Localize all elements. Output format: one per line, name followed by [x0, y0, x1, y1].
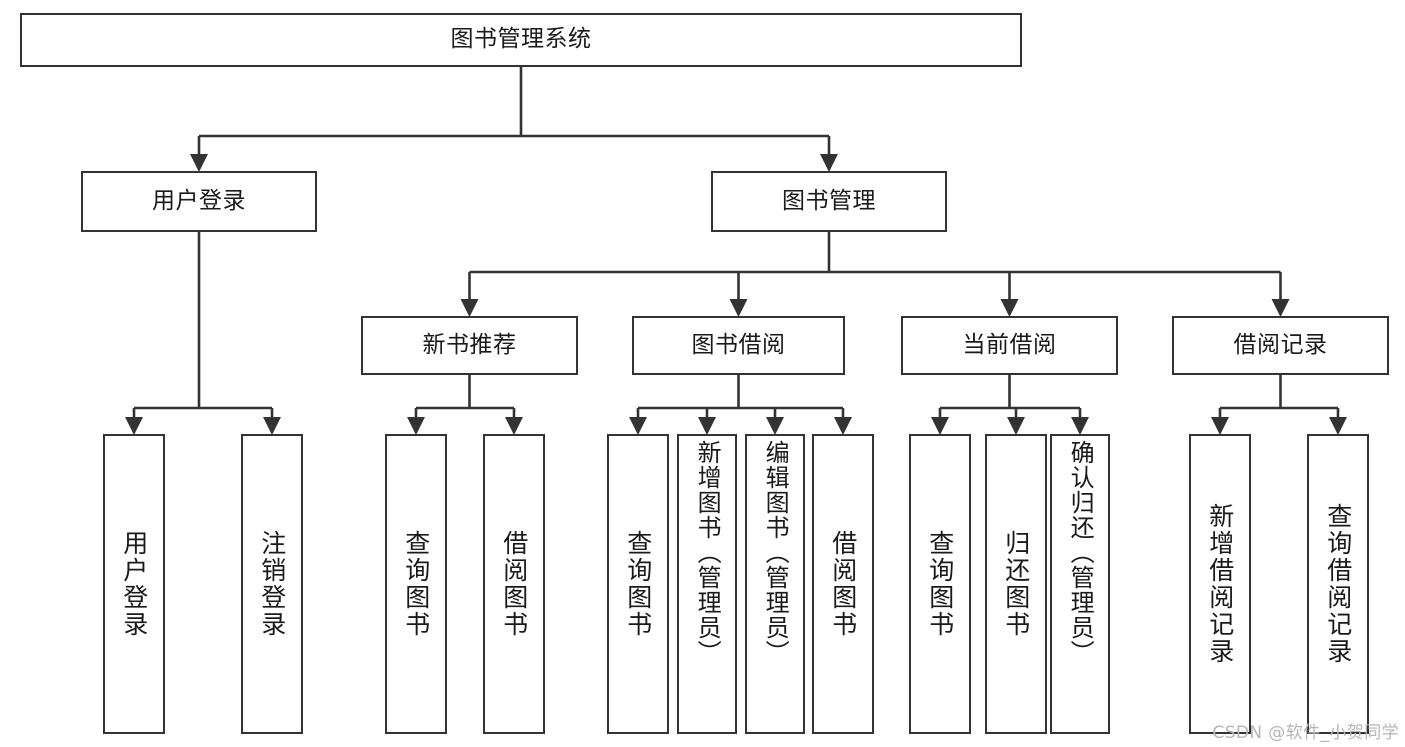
- node-book-management-label: 图书管理: [782, 187, 876, 214]
- node-current-loans-label: 当前借阅: [962, 331, 1057, 358]
- node-leaf-query-loan-record[interactable]: 查询借阅记录: [1307, 434, 1369, 734]
- node-leaf-query-book-borrow[interactable]: 查询图书: [607, 434, 669, 734]
- node-leaf-query-book-borrow-label: 查询图书: [623, 530, 653, 638]
- node-leaf-user-logout-label: 注销登录: [257, 530, 287, 638]
- node-leaf-edit-book-label: 编辑图书（管理员）: [761, 440, 790, 665]
- node-leaf-add-loan-record[interactable]: 新增借阅记录: [1189, 434, 1251, 734]
- node-leaf-add-book-label: 新增图书（管理员）: [693, 440, 722, 665]
- node-book-management[interactable]: 图书管理: [711, 171, 947, 232]
- node-leaf-query-loan-record-label: 查询借阅记录: [1323, 503, 1353, 665]
- node-leaf-borrow-book-recommend-label: 借阅图书: [499, 530, 529, 638]
- node-user-login[interactable]: 用户登录: [81, 171, 317, 232]
- node-leaf-borrow-book-recommend[interactable]: 借阅图书: [483, 434, 545, 734]
- node-user-login-label: 用户登录: [152, 187, 246, 214]
- node-leaf-confirm-return-label: 确认归还（管理员）: [1066, 440, 1095, 665]
- node-new-book-recommendation[interactable]: 新书推荐: [361, 316, 578, 375]
- node-leaf-query-book-current-label: 查询图书: [925, 530, 955, 638]
- node-new-book-recommendation-label: 新书推荐: [422, 331, 517, 358]
- node-leaf-edit-book[interactable]: 编辑图书（管理员）: [745, 434, 805, 734]
- node-book-borrowing[interactable]: 图书借阅: [632, 316, 845, 375]
- node-leaf-return-book-label: 归还图书: [1001, 530, 1031, 638]
- node-current-loans[interactable]: 当前借阅: [901, 316, 1118, 375]
- node-leaf-user-logout[interactable]: 注销登录: [241, 434, 303, 734]
- node-leaf-add-book[interactable]: 新增图书（管理员）: [677, 434, 737, 734]
- node-leaf-return-book[interactable]: 归还图书: [985, 434, 1047, 734]
- node-root-label: 图书管理系统: [450, 26, 592, 53]
- node-leaf-borrow-book[interactable]: 借阅图书: [812, 434, 874, 734]
- node-leaf-user-login[interactable]: 用户登录: [103, 434, 165, 734]
- node-leaf-confirm-return[interactable]: 确认归还（管理员）: [1050, 434, 1110, 734]
- node-root[interactable]: 图书管理系统: [20, 13, 1022, 67]
- csdn-watermark: CSDN @软件_小贺同学: [1212, 723, 1399, 743]
- node-book-borrowing-label: 图书借阅: [691, 331, 786, 358]
- node-loan-records-label: 借阅记录: [1233, 331, 1328, 358]
- node-leaf-user-login-label: 用户登录: [119, 530, 149, 638]
- node-leaf-borrow-book-label: 借阅图书: [828, 530, 858, 638]
- node-leaf-query-book-current[interactable]: 查询图书: [909, 434, 971, 734]
- node-leaf-query-book-recommend[interactable]: 查询图书: [385, 434, 447, 734]
- node-leaf-query-book-recommend-label: 查询图书: [401, 530, 431, 638]
- node-loan-records[interactable]: 借阅记录: [1172, 316, 1389, 375]
- node-leaf-add-loan-record-label: 新增借阅记录: [1205, 503, 1235, 665]
